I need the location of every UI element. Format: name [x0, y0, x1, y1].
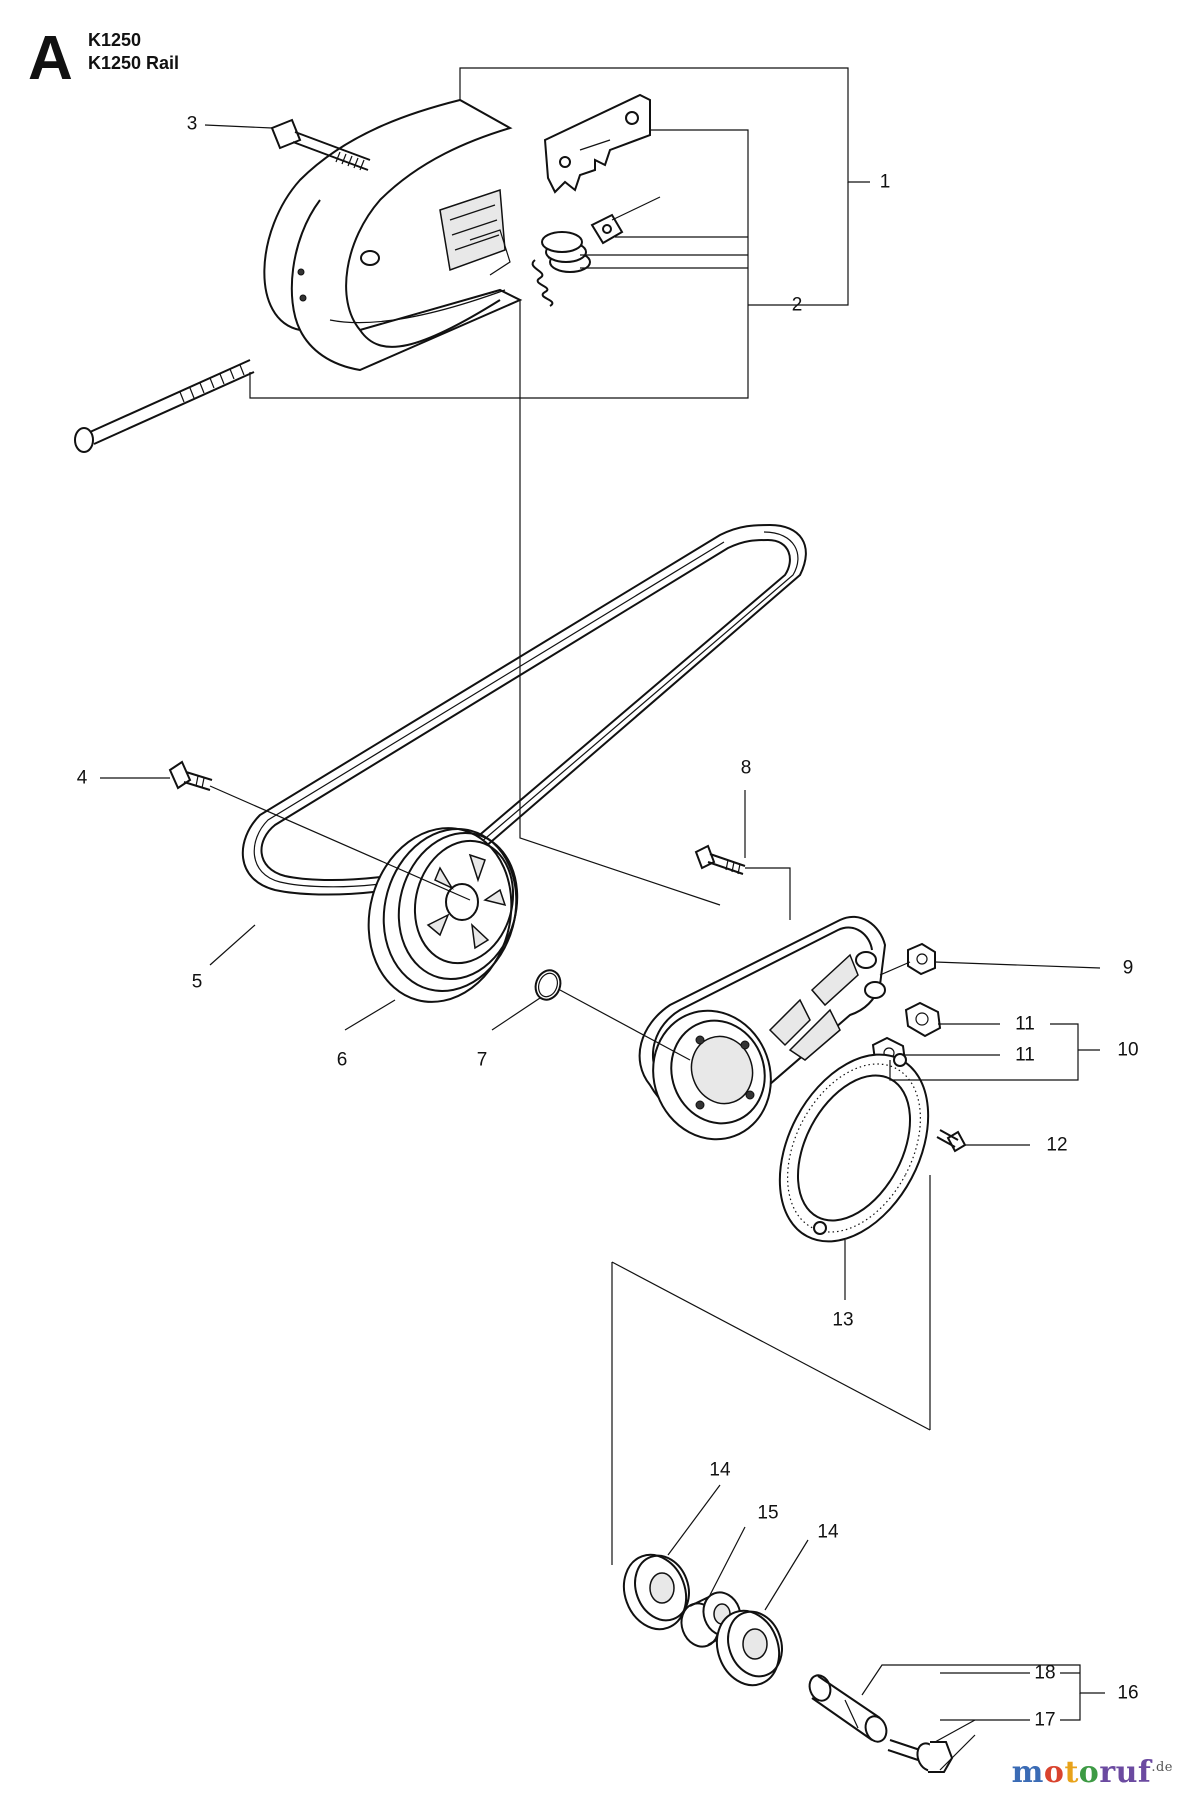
callout-12[interactable]: 12	[1046, 1134, 1068, 1156]
watermark-part-3: t	[1064, 1755, 1079, 1790]
callout-3[interactable]: 3	[186, 113, 198, 135]
cover-bolt-short	[270, 118, 371, 171]
callout-16[interactable]: 16	[1117, 1682, 1139, 1704]
watermark-part-5: ruf	[1099, 1755, 1152, 1790]
bearing-lower	[715, 1609, 783, 1687]
hex-nut-9	[907, 942, 936, 976]
callout-1[interactable]: 1	[879, 171, 891, 193]
callout-11-a[interactable]: 11	[1015, 1013, 1035, 1035]
callout-5[interactable]: 5	[191, 971, 203, 993]
retaining-ring	[534, 969, 562, 1001]
tension-spring	[531, 231, 591, 307]
callout-7[interactable]: 7	[476, 1049, 488, 1071]
square-nut	[590, 196, 661, 245]
callout-10[interactable]: 10	[1117, 1039, 1139, 1061]
callout-17[interactable]: 17	[1034, 1709, 1056, 1731]
section-letter: A	[28, 24, 73, 93]
callout-15[interactable]: 15	[757, 1502, 779, 1524]
watermark-part-4: o	[1078, 1755, 1100, 1790]
bearing-upper	[622, 1553, 690, 1631]
watermark-suffix: .de	[1151, 1760, 1173, 1775]
shaft-bolt	[887, 1739, 954, 1773]
watermark-part-1: m	[1011, 1755, 1044, 1790]
callout-4[interactable]: 4	[76, 767, 88, 789]
callout-8[interactable]: 8	[740, 757, 752, 779]
idler-shaft	[808, 1674, 888, 1743]
watermark-logo: motoruf.de	[1012, 1755, 1173, 1790]
cover-washer-plate	[778, 1053, 930, 1243]
washer-screw	[936, 1129, 967, 1153]
callout-11-b[interactable]: 11	[1015, 1044, 1035, 1066]
callout-6[interactable]: 6	[336, 1049, 348, 1071]
callout-13[interactable]: 13	[832, 1309, 854, 1331]
hex-nut-11a	[904, 1001, 942, 1038]
callout-14-a[interactable]: 14	[709, 1459, 731, 1481]
tensioner-arm-housing	[638, 915, 887, 1141]
callout-2[interactable]: 2	[791, 294, 803, 316]
callout-18[interactable]: 18	[1034, 1662, 1056, 1684]
drive-belt	[241, 523, 807, 896]
callout-9[interactable]: 9	[1122, 957, 1134, 979]
cover-bolt-long	[74, 359, 255, 453]
watermark-part-2: o	[1043, 1755, 1065, 1790]
callout-14-b[interactable]: 14	[817, 1521, 839, 1543]
arm-bolt	[694, 844, 746, 875]
belt-pulley	[367, 827, 519, 1003]
tensioner-bracket	[543, 93, 651, 194]
pulley-bolt	[168, 760, 213, 791]
model-name-1: K1250	[88, 30, 142, 50]
model-name-2: K1250 Rail	[88, 53, 180, 73]
leader-lines	[100, 67, 1105, 1771]
belt-guard-cover	[263, 98, 523, 372]
